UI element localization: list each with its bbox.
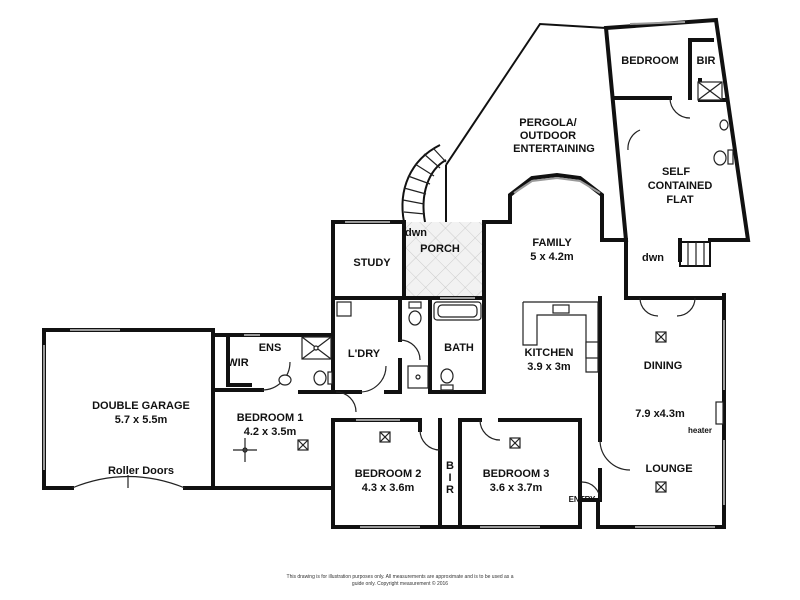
label-dwn-right: dwn	[642, 252, 664, 264]
label-porch-dwn: dwn	[405, 227, 427, 239]
label-family-size: 5 x 4.2m	[530, 251, 574, 263]
label-bir-i: I	[448, 472, 451, 484]
windows	[43, 21, 725, 528]
disclaimer-line-1: This drawing is for illustration purpose…	[287, 574, 514, 580]
stairs	[401, 144, 711, 267]
label-lounge: LOUNGE	[645, 463, 692, 475]
label-wir: WIR	[227, 357, 248, 369]
disclaimer: This drawing is for illustration purpose…	[287, 574, 514, 587]
label-laundry: L'DRY	[348, 348, 381, 360]
label-flat-bir: BIR	[697, 55, 716, 67]
label-flat-2: CONTAINED	[648, 180, 713, 192]
label-flat-1: SELF	[662, 166, 690, 178]
label-pergola-3: ENTERTAINING	[513, 143, 595, 155]
label-bir-r: R	[446, 484, 454, 496]
label-bedroom1: BEDROOM 1	[237, 412, 304, 424]
ceiling-fan-icon	[233, 438, 257, 462]
label-study: STUDY	[353, 257, 391, 269]
label-garage-size: 5.7 x 5.5m	[115, 414, 168, 426]
label-entry: ENTRY	[569, 495, 596, 504]
label-porch: PORCH	[420, 243, 460, 255]
label-lounge-size: 7.9 x4.3m	[635, 408, 685, 420]
label-kitchen-size: 3.9 x 3m	[527, 361, 571, 373]
label-kitchen: KITCHEN	[525, 347, 574, 359]
label-bedroom2-size: 4.3 x 3.6m	[362, 482, 415, 494]
label-bath: BATH	[444, 342, 474, 354]
label-flat-3: FLAT	[666, 194, 694, 206]
disclaimer-line-2: guide only. Copyright measurement © 2016	[352, 580, 448, 587]
label-ens: ENS	[259, 342, 282, 354]
label-garage: DOUBLE GARAGE	[92, 400, 190, 412]
label-flat-bedroom: BEDROOM	[621, 55, 678, 67]
label-heater: heater	[688, 426, 712, 435]
room-labels: BEDROOM BIR PERGOLA/ OUTDOOR ENTERTAININ…	[92, 55, 715, 504]
label-bir-b: B	[446, 460, 454, 472]
label-pergola-2: OUTDOOR	[520, 130, 576, 142]
interior-walls	[211, 38, 726, 529]
label-dining: DINING	[644, 360, 683, 372]
label-roller-doors: Roller Doors	[108, 465, 174, 477]
label-family: FAMILY	[532, 237, 572, 249]
light-fixture-icons	[297, 331, 667, 493]
label-bedroom2: BEDROOM 2	[355, 468, 422, 480]
doors	[71, 97, 696, 501]
label-bedroom3: BEDROOM 3	[483, 468, 550, 480]
fixtures	[278, 81, 734, 425]
label-pergola-1: PERGOLA/	[519, 117, 576, 129]
label-bedroom3-size: 3.6 x 3.7m	[490, 482, 543, 494]
porch-tiles	[404, 222, 484, 298]
label-bedroom1-size: 4.2 x 3.5m	[244, 426, 297, 438]
